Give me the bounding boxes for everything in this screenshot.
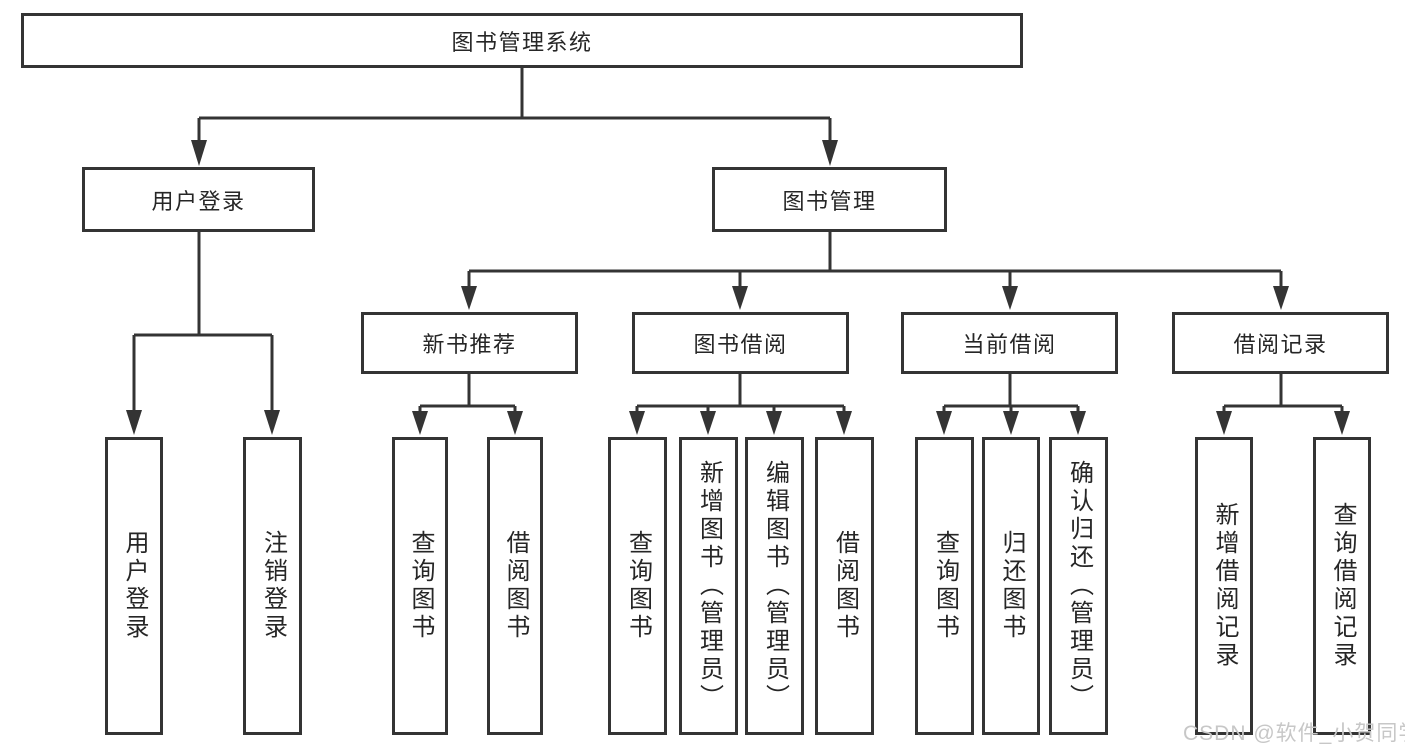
leaf-logout: 注销登录 [243, 437, 302, 735]
node-book-borrow: 图书借阅 [632, 312, 849, 374]
connector-current-borrow-children [936, 374, 1086, 435]
node-book-management: 图书管理 [712, 167, 947, 232]
leaf-bb-edit-books-admin: 编辑图书（管理员） [745, 437, 804, 735]
node-root: 图书管理系统 [21, 13, 1023, 68]
leaf-user-login: 用户登录 [105, 437, 163, 735]
connector-new-book-recommend-children [412, 374, 523, 435]
leaf-cb-query-books: 查询图书 [915, 437, 974, 735]
node-current-borrow: 当前借阅 [901, 312, 1118, 374]
connector-borrow-records-children [1216, 374, 1350, 435]
leaf-bb-add-books-admin: 新增图书（管理员） [679, 437, 738, 735]
leaf-bb-query-books: 查询图书 [608, 437, 667, 735]
connector-root-to-level2 [191, 68, 838, 166]
connector-book-borrow-children [629, 374, 852, 435]
connector-book-management-children [461, 232, 1289, 310]
leaf-bb-borrow-books: 借阅图书 [815, 437, 874, 735]
leaf-br-add-record: 新增借阅记录 [1195, 437, 1253, 735]
leaf-nbr-query-books: 查询图书 [392, 437, 448, 735]
leaf-br-query-record: 查询借阅记录 [1313, 437, 1371, 735]
leaf-nbr-borrow-books: 借阅图书 [487, 437, 543, 735]
leaf-cb-confirm-return-admin: 确认归还（管理员） [1049, 437, 1108, 735]
node-user-login: 用户登录 [82, 167, 315, 232]
node-borrow-records: 借阅记录 [1172, 312, 1389, 374]
connector-user-login-children [126, 232, 280, 435]
watermark-text: CSDN @软件_小贺同学 [1183, 722, 1405, 745]
node-new-book-recommend: 新书推荐 [361, 312, 578, 374]
leaf-cb-return-books: 归还图书 [982, 437, 1040, 735]
